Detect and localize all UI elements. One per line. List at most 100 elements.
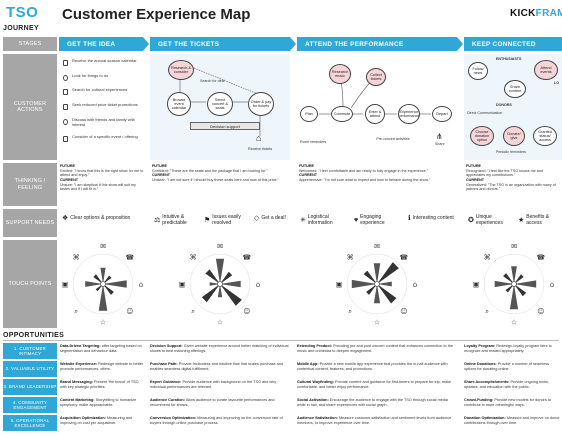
label-search-deal: Search for deal: [200, 79, 225, 83]
touchpoint-icon: ☺: [243, 307, 250, 315]
need-label: Interesting content: [412, 215, 454, 222]
opp-cell: Share Accomplishments: Provide ongoing n…: [464, 380, 560, 395]
tag-icon: [63, 104, 68, 110]
opp-cell: Extending Product: Providing pre and pos…: [297, 344, 457, 359]
label-reminders: Event reminders: [300, 140, 327, 144]
touch-radar-attend: ✉☎⌂☺☆⌕▣⌘: [336, 243, 418, 327]
need-label: Unique experiences: [475, 214, 503, 226]
touch-spike: [205, 269, 220, 284]
radar-ring: [483, 253, 545, 315]
opp-label-utility: 2. VALUABLE UTILITY: [3, 361, 57, 377]
touchpoint-icon: ✉: [100, 243, 106, 251]
opp-body: Storytelling to humanize symphony, make …: [60, 398, 137, 407]
touch-radar-idea: ✉☎⌂☺☆⌕▣⌘: [62, 243, 144, 327]
opp-head: Crowd-Funding:: [464, 398, 494, 402]
need-label: Clear options & proposition: [70, 215, 131, 222]
future-label: FUTURE: [152, 164, 167, 168]
touchpoint-icon: ⌂: [413, 281, 417, 289]
need-item: ℹ Interesting content: [408, 215, 458, 223]
touch-spike: [494, 280, 514, 288]
opp-label-community: 4. COMMUNITY ENGAGEMENT: [3, 397, 57, 413]
opp-head: Purchase Path:: [150, 362, 178, 366]
node-browse-calendar: Browse event calendar: [167, 92, 191, 116]
opp-head: Cultural Wayfinding:: [297, 380, 334, 384]
label-lo: LO: [554, 81, 559, 85]
node-depart: Depart: [432, 106, 452, 122]
opp-body: Measure customer satisfaction and sentim…: [297, 416, 452, 425]
journey-label: JOURNEY: [3, 25, 39, 32]
node-enter-attend: Enter & attend: [365, 104, 385, 124]
needs-icon: ★: [518, 216, 525, 224]
opp-body: Provide a number of seamless options for…: [464, 362, 550, 371]
needs-icon: ⚑: [204, 216, 211, 224]
future-label: FUTURE: [466, 164, 481, 168]
need-item: ★ Benefits & access: [518, 214, 562, 227]
touch-spike: [377, 262, 399, 284]
home-icon: ⌂: [256, 133, 262, 143]
brand-logo: KICKFRAM: [510, 8, 562, 19]
need-label: Issues easily resolved: [212, 214, 241, 226]
logo-text: TSO: [6, 4, 39, 21]
touchpoint-icon: ▣: [179, 281, 186, 289]
opp-body: Given website experience around better m…: [150, 344, 289, 353]
label-enthusiasts: ENTHUSIASTS: [496, 57, 522, 61]
opp-cell: Conversion Optimization: Measuring and i…: [150, 416, 290, 431]
touch-spike: [377, 281, 392, 287]
touch-spike: [220, 271, 233, 284]
people-icon: [63, 119, 68, 125]
touchpoint-icon: ▣: [336, 281, 343, 289]
opp-cell: Online Donations: Provide a number of se…: [464, 362, 560, 377]
touchpoint-icon: ✉: [217, 243, 223, 251]
opp-head: Social Activation:: [297, 398, 329, 402]
opp-head: Decision Support:: [150, 344, 183, 348]
action-item: Discuss with friends and family with int…: [72, 117, 135, 127]
opp-head: Donation Optimization:: [464, 416, 506, 420]
node-follow-news: Follow news: [468, 62, 488, 80]
touchpoint-icon: ☎: [537, 254, 546, 262]
touchpoint-icon: ⌂: [256, 281, 260, 289]
touch-radar-connect: ✉☎⌂☺☆⌕▣⌘: [473, 243, 555, 327]
need-label: Engaging experience: [360, 214, 385, 226]
need-item: ✳ Logistical information: [300, 214, 350, 227]
touchpoint-icon: ⌂: [550, 281, 554, 289]
touch-spike: [503, 273, 514, 284]
touch-spike: [373, 263, 381, 284]
opp-head: Acquisition Optimization:: [60, 416, 106, 420]
opportunities-divider: [3, 340, 559, 341]
stage-attend: ATTEND THE PERFORMANCE: [297, 37, 463, 51]
opp-cell: Loyalty Program: Redesign loyalty progra…: [464, 344, 560, 359]
touchpoint-icon: ⌘: [484, 254, 491, 262]
current-label: CURRENT: [466, 177, 485, 182]
touch-spike: [351, 279, 377, 289]
opp-cell: Social Activation: Encourage the audienc…: [297, 398, 457, 413]
current-label: CURRENT: [299, 173, 318, 178]
touchpoint-icon: ☆: [100, 319, 106, 327]
future-text: Excited: "I know that this is the right …: [60, 168, 144, 178]
touch-spike: [85, 281, 103, 287]
touch-spike: [220, 280, 241, 288]
future-label: FUTURE: [299, 164, 314, 168]
need-label: Benefits & access: [526, 214, 550, 226]
opp-cell: Donation Optimization: Measure and impro…: [464, 416, 560, 431]
needs-icon: ♥: [354, 216, 359, 224]
opp-body: Provide new models for donors to contrib…: [464, 398, 551, 407]
touchpoint-icon: ⌕: [348, 307, 352, 315]
current-text: Unclear: "I am not sure if I should buy …: [152, 177, 279, 182]
touchpoint-icon: ☺: [400, 307, 407, 315]
opp-head: Expert Guidance:: [150, 380, 182, 384]
touchpoint-icon: ⌕: [74, 307, 78, 315]
touch-spike: [509, 284, 519, 310]
page-title: Customer Experience Map: [62, 6, 251, 23]
row-label-thinking: THINKING / FEELING: [3, 163, 57, 206]
touchpoint-icon: ⌂: [139, 281, 143, 289]
node-experience: Experience performance: [398, 104, 420, 124]
need-item: ❖ Clear options & proposition: [62, 215, 142, 223]
node-collect-tickets: Collect tickets: [366, 68, 386, 86]
touchpoint-icon: ☺: [126, 307, 133, 315]
node-granted-status: Granted status/ access: [533, 126, 557, 146]
label-periodic-reminders: Periodic reminders: [496, 150, 526, 154]
opp-head: Conversion Optimization:: [150, 416, 197, 420]
current-text: Apprehensive: "I'm not sure what to expe…: [299, 177, 431, 182]
opp-cell: Expert Guidance: Provide audience with b…: [150, 380, 290, 395]
opp-head: Extending Product:: [297, 344, 333, 348]
